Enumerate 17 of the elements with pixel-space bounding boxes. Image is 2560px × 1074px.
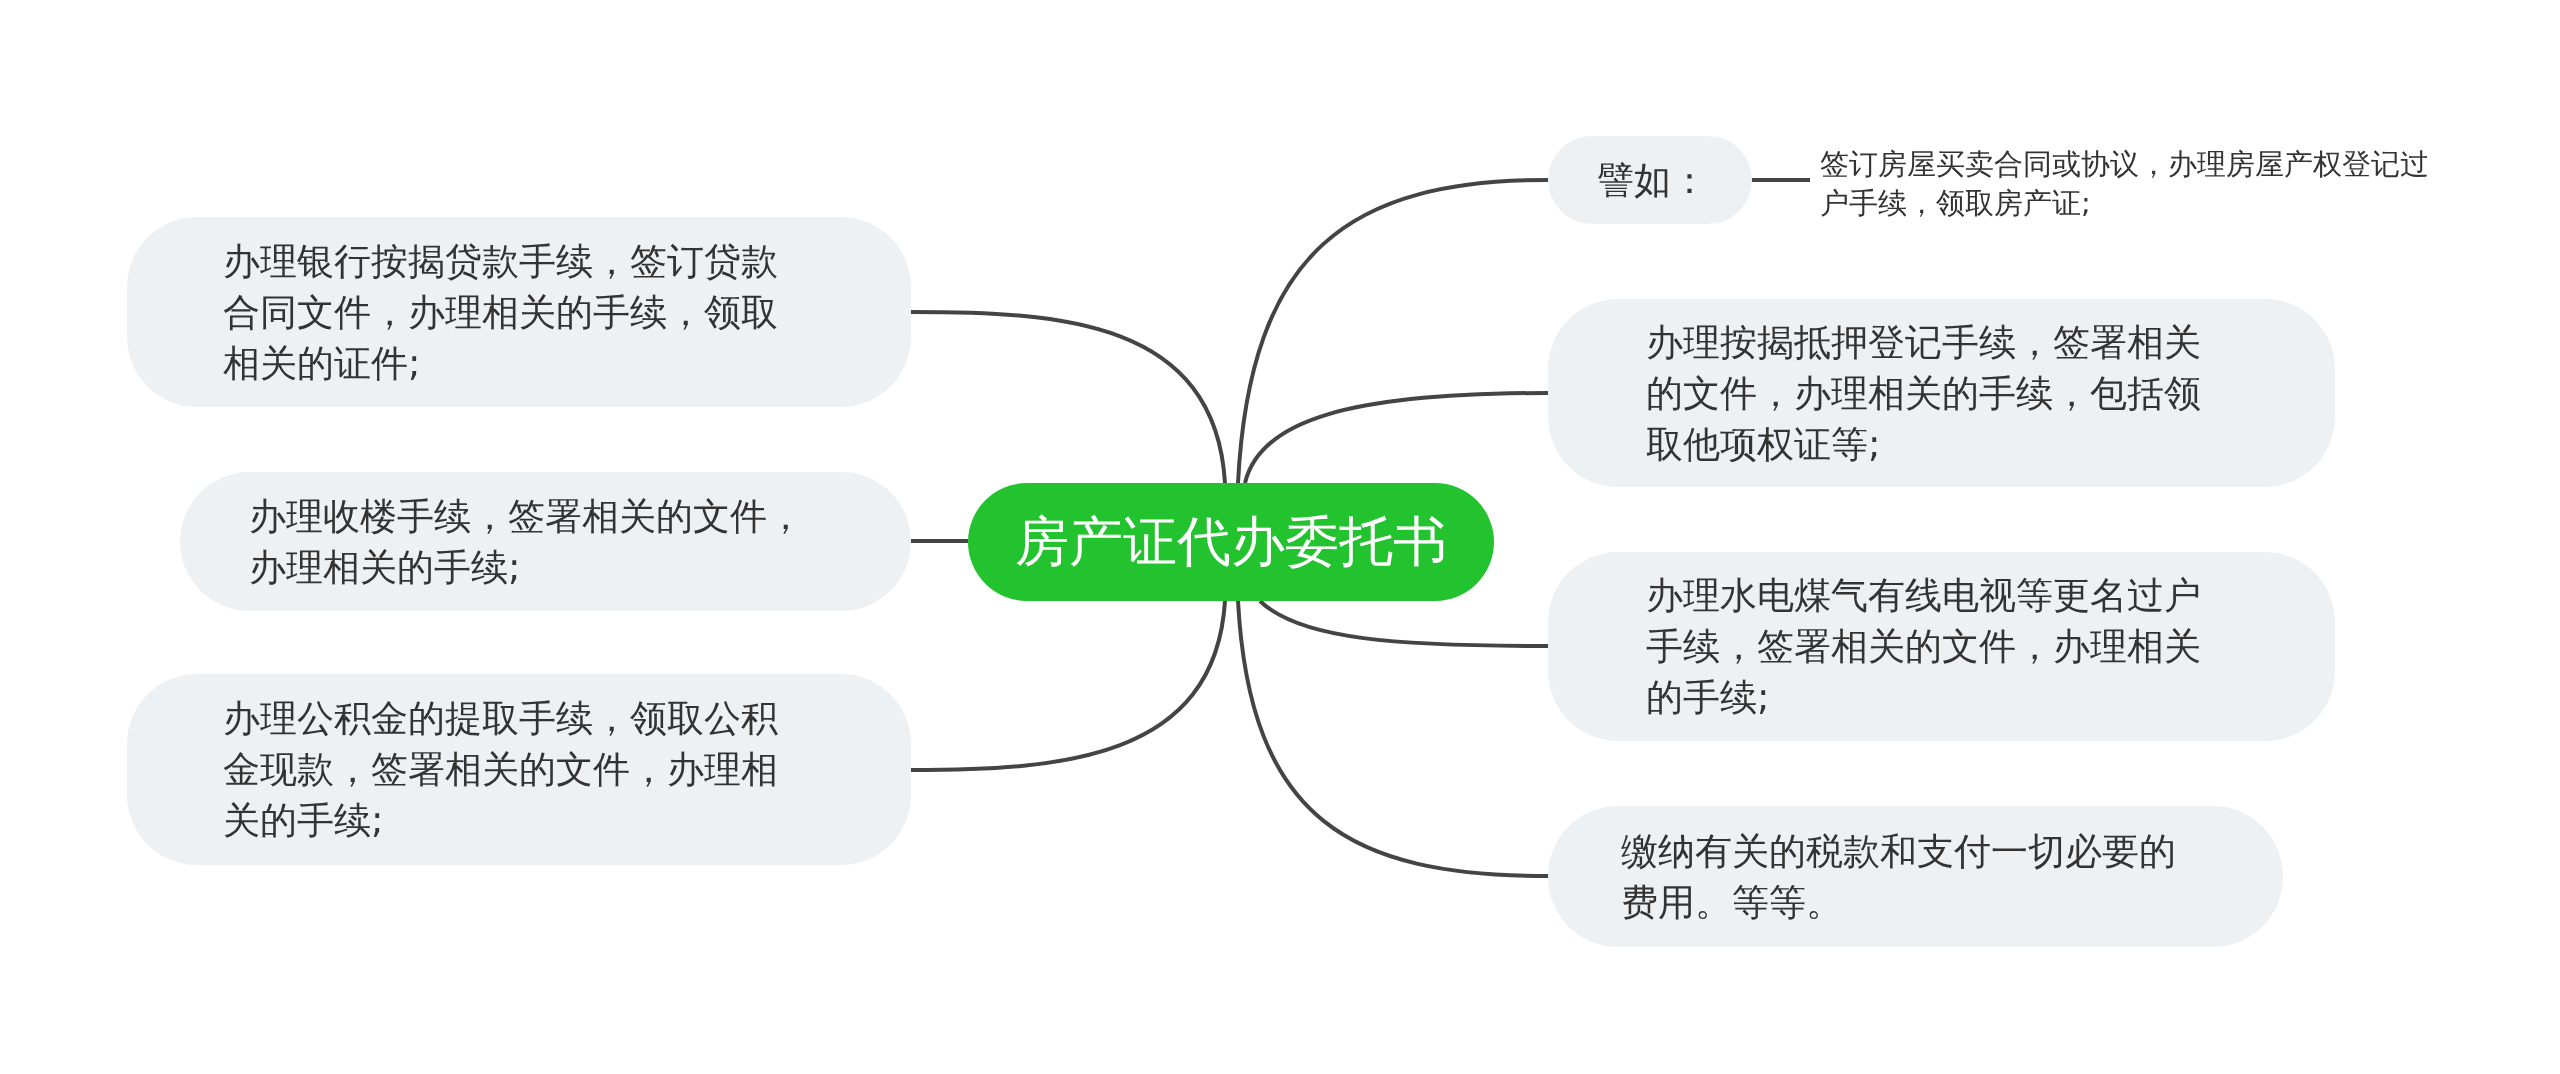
connector-line: [1258, 599, 1548, 648]
connector-line: [911, 310, 1227, 484]
connector-line: [1236, 600, 1549, 878]
central-topic-box: 房产证代办委托书: [968, 483, 1494, 601]
connector-line: [1752, 178, 1810, 182]
connector-line: [911, 600, 1227, 772]
topic-box: 办理按揭抵押登记手续，签署相关的文件，办理相关的手续，包括领取他项权证等;: [1548, 299, 2335, 487]
connector-line: [1236, 178, 1549, 484]
topic-box: 缴纳有关的税款和支付一切必要的费用。等等。: [1548, 806, 2283, 947]
topic-box: 办理公积金的提取手续，领取公积金现款，签署相关的文件，办理相关的手续;: [127, 674, 911, 865]
topic-box: 譬如：: [1548, 136, 1752, 224]
connector-line: [911, 539, 968, 543]
connector-line: [1243, 391, 1549, 484]
topic-box: 办理收楼手续，签署相关的文件，办理相关的手续;: [180, 472, 911, 611]
topic-box: 办理水电煤气有线电视等更名过户手续，签署相关的文件，办理相关的手续;: [1548, 552, 2335, 741]
topic-box: 办理银行按揭贷款手续，签订贷款合同文件，办理相关的手续，领取相关的证件;: [127, 217, 911, 407]
note-text: 签订房屋买卖合同或协议，办理房屋产权登记过户手续，领取房产证;: [1820, 144, 2460, 224]
